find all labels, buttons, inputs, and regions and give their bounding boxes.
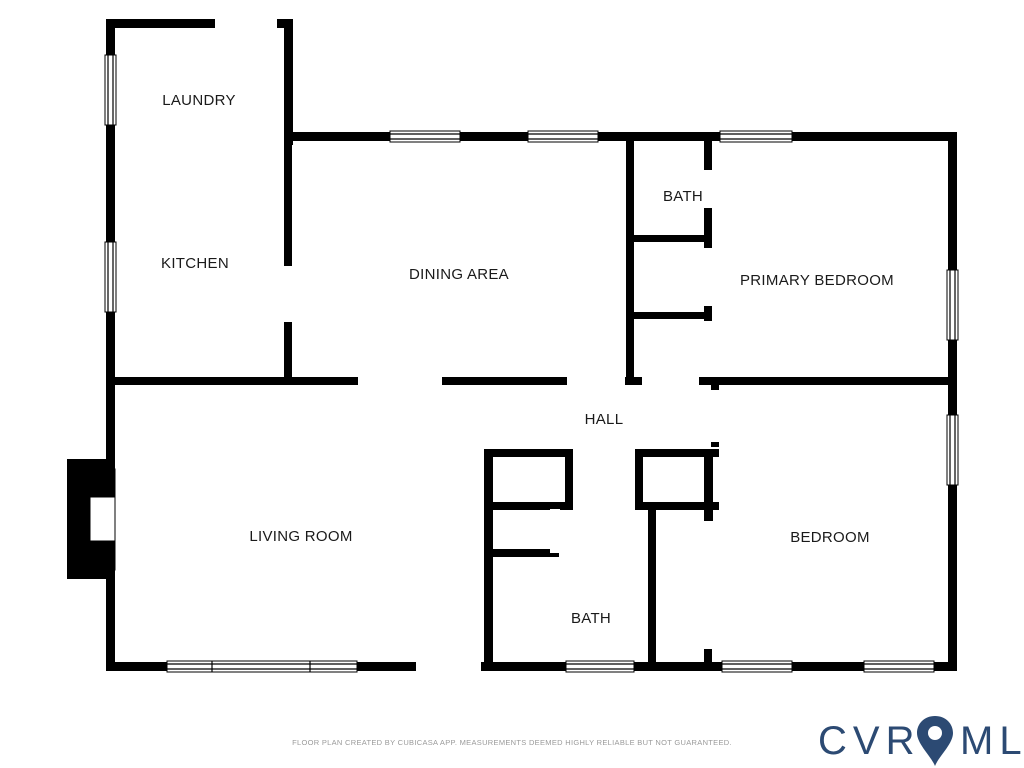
room-label-laundry: LAUNDRY [162, 92, 236, 109]
room-label-dining-area: DINING AREA [409, 266, 509, 283]
room-label-living-room: LIVING ROOM [249, 528, 352, 545]
map-pin-icon [917, 716, 953, 766]
room-label-bath-lower: BATH [571, 610, 611, 627]
windows [104, 54, 959, 673]
room-label-hall: HALL [585, 411, 624, 428]
room-label-kitchen: KITCHEN [161, 255, 229, 272]
door-openings [215, 18, 720, 672]
interior-walls [106, 141, 957, 671]
brand-logo: CVR MLS [818, 716, 1024, 766]
room-label-primary-bedroom: PRIMARY BEDROOM [740, 272, 894, 289]
brand-text-left: CVR [818, 719, 920, 763]
room-labels: LAUNDRY KITCHEN DINING AREA BATH PRIMARY… [161, 92, 894, 627]
brand-text-right: MLS [960, 719, 1024, 763]
room-label-bedroom: BEDROOM [790, 529, 870, 546]
disclaimer-text: FLOOR PLAN CREATED BY CUBICASA APP. MEAS… [292, 738, 732, 747]
room-label-bath-upper: BATH [663, 188, 703, 205]
fireplace [67, 459, 116, 579]
exterior-walls [106, 19, 957, 671]
